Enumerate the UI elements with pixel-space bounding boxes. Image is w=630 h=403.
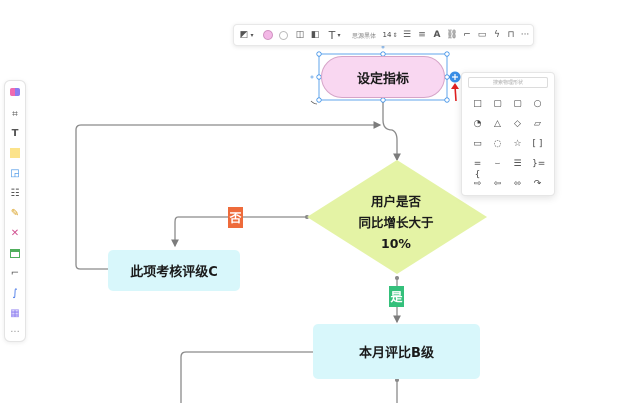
decision-diamond[interactable] bbox=[307, 160, 487, 274]
yes-badge-label: 是 bbox=[390, 290, 403, 304]
resize-handle[interactable] bbox=[444, 51, 450, 57]
no-badge-label: 否 bbox=[229, 211, 242, 225]
left-toolbar: ⌗ T ◲ ☷ ✎ ✕ ⌐ ∫ ▦ ··· bbox=[4, 80, 26, 342]
circle-icon[interactable]: ○ bbox=[533, 99, 542, 109]
text-icon[interactable]: T bbox=[327, 28, 337, 42]
border-style-icon[interactable]: ◫ bbox=[295, 30, 305, 40]
format-toolbar: ◩ ▾ ◫ ◧ T ▾ 思源黑体 14 ⇕ ☰ ≡ A ⛓ ⌐ ▭ ϟ ⊓ ··… bbox=[233, 24, 534, 46]
no-branch-label: 此项考核评级C bbox=[130, 265, 218, 280]
oval-bubble-icon[interactable]: ◌ bbox=[493, 139, 502, 149]
curved-arrow-icon[interactable]: ↷ bbox=[533, 179, 542, 189]
more-icon[interactable]: ··· bbox=[519, 28, 531, 42]
lock-icon[interactable]: ⊓ bbox=[507, 30, 515, 40]
resize-handle[interactable] bbox=[444, 97, 450, 103]
resize-handle[interactable] bbox=[316, 97, 322, 103]
brace-right-icon[interactable]: }= bbox=[532, 159, 546, 169]
rounded-square-icon[interactable]: ▢ bbox=[513, 99, 522, 109]
bracket-icon[interactable]: [ ] bbox=[532, 139, 543, 149]
brace-icon[interactable]: ={ bbox=[473, 159, 482, 180]
red-arrowhead-icon bbox=[451, 83, 459, 89]
diamond-icon[interactable]: ◇ bbox=[514, 119, 521, 129]
plus-icon bbox=[452, 74, 458, 80]
shape-style-icon[interactable]: ◩ bbox=[239, 30, 249, 40]
align-icon[interactable]: ☰ bbox=[402, 30, 412, 40]
font-color-icon[interactable]: A bbox=[431, 28, 443, 42]
yes-branch-node[interactable]: 本月评比B级 bbox=[313, 324, 480, 379]
star-icon[interactable]: ☆ bbox=[513, 139, 522, 149]
resize-handle[interactable] bbox=[444, 74, 450, 80]
start-node[interactable]: 设定指标 bbox=[321, 56, 445, 98]
shapes-icon[interactable]: ◲ bbox=[10, 167, 20, 179]
yes-branch-label: 本月评比B级 bbox=[359, 346, 434, 361]
no-badge: 否 bbox=[228, 207, 243, 228]
flash-icon[interactable]: ϟ bbox=[494, 30, 500, 40]
font-size-stepper-icon[interactable]: ⇕ bbox=[392, 31, 398, 39]
sticky-note-icon[interactable] bbox=[8, 146, 22, 160]
no-connector bbox=[171, 216, 307, 248]
format-painter-icon[interactable]: ⌐ bbox=[463, 30, 471, 40]
decision-line-3: 10% bbox=[381, 236, 411, 251]
triangle-icon[interactable]: △ bbox=[494, 119, 501, 129]
font-family-select[interactable]: 思源黑体 bbox=[347, 28, 381, 42]
b-left-connector bbox=[180, 351, 313, 403]
arrow-left-icon[interactable]: ⇦ bbox=[493, 179, 502, 189]
partial-circle-icon[interactable]: ◔ bbox=[473, 119, 482, 129]
frame-icon[interactable]: ⌗ bbox=[12, 108, 18, 120]
resize-handle[interactable] bbox=[316, 51, 322, 57]
shape-search-placeholder: 搜索物理形状 bbox=[492, 80, 523, 86]
arrow-right-icon[interactable]: ⇨ bbox=[473, 179, 482, 189]
mindmap-icon[interactable]: ☷ bbox=[10, 187, 20, 199]
speech-bubble-icon[interactable]: ▭ bbox=[473, 139, 482, 149]
resize-handle[interactable] bbox=[380, 97, 386, 103]
decision-label: 用户是否 同比增长大于 10% bbox=[345, 191, 447, 254]
chevron-down-icon[interactable]: ▾ bbox=[250, 31, 254, 39]
link-icon[interactable]: ⛓ bbox=[446, 30, 458, 40]
fill-color-icon[interactable] bbox=[262, 28, 274, 42]
arc-icon[interactable]: ⌣ bbox=[494, 159, 501, 169]
decision-line-2: 同比增长大于 bbox=[358, 215, 434, 230]
no-branch-node[interactable]: 此项考核评级C bbox=[108, 250, 240, 291]
connection-point[interactable] bbox=[310, 75, 314, 79]
start-to-decision-connector bbox=[382, 100, 401, 162]
comment-icon[interactable]: ▭ bbox=[477, 30, 487, 40]
more-label: ··· bbox=[520, 30, 530, 40]
rotate-handle-icon[interactable] bbox=[310, 100, 318, 105]
double-arrow-icon[interactable]: ⬄ bbox=[513, 179, 522, 189]
more-tools-icon[interactable]: ··· bbox=[10, 326, 20, 338]
comment-tool-icon[interactable]: ⌐ bbox=[10, 267, 20, 279]
rounded-square-icon[interactable]: ▢ bbox=[493, 99, 502, 109]
border-color-icon[interactable] bbox=[277, 28, 289, 42]
decision-line-1: 用户是否 bbox=[370, 194, 421, 209]
table-icon[interactable] bbox=[8, 246, 22, 260]
connector-icon[interactable]: ✕ bbox=[10, 227, 20, 239]
start-node-label: 设定指标 bbox=[356, 71, 409, 87]
shape-search-input[interactable]: 搜索物理形状 bbox=[468, 77, 548, 88]
chevron-down-icon[interactable]: ▾ bbox=[337, 31, 341, 39]
text-tool-icon[interactable]: T bbox=[11, 127, 19, 139]
grid-icon[interactable]: ▦ bbox=[10, 307, 20, 319]
square-icon[interactable]: □ bbox=[473, 99, 482, 109]
strikethrough-icon[interactable]: ≡ bbox=[418, 30, 426, 40]
shape-picker-panel: 搜索物理形状 □ ▢ ▢ ○ ◔ △ ◇ ▱ ▭ ◌ ☆ [ ] ={ ⌣ ☰ … bbox=[461, 72, 555, 196]
templates-icon[interactable] bbox=[8, 85, 22, 99]
line-tool-icon[interactable]: ∫ bbox=[12, 287, 18, 299]
font-family-label: 思源黑体 bbox=[351, 32, 376, 40]
loop-connector bbox=[75, 121, 382, 270]
pen-icon[interactable]: ✎ bbox=[10, 207, 20, 219]
yes-badge: 是 bbox=[389, 286, 404, 307]
text-tool-label: T bbox=[328, 28, 336, 42]
font-size-input[interactable]: 14 bbox=[382, 28, 392, 42]
parallelogram-icon[interactable]: ▱ bbox=[534, 119, 541, 129]
lines-icon[interactable]: ☰ bbox=[513, 159, 522, 169]
font-size-label: 14 bbox=[382, 31, 392, 39]
line-style-icon[interactable]: ◧ bbox=[310, 30, 320, 40]
font-color-label: A bbox=[433, 30, 441, 40]
connection-point[interactable] bbox=[381, 45, 385, 49]
